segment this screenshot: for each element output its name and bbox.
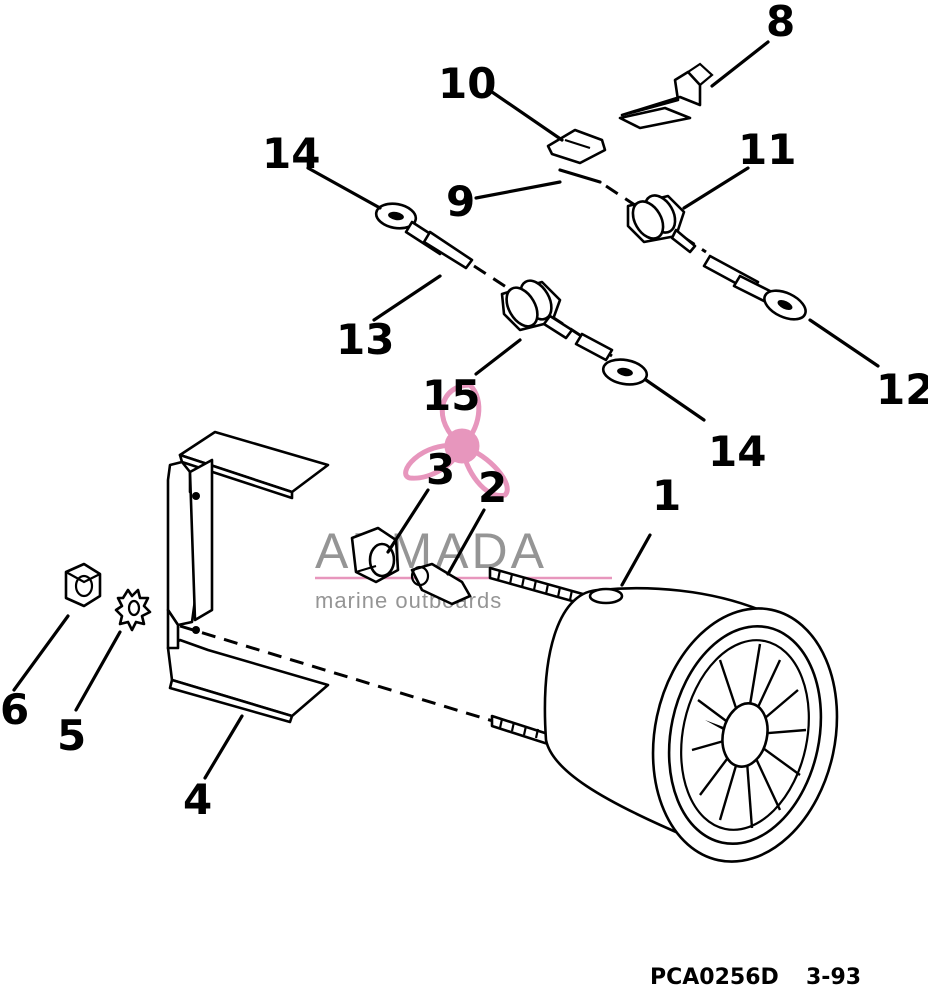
watermark-tagline: marine outboards <box>315 588 502 613</box>
callout-2: 2 <box>478 463 507 512</box>
callout-8: 8 <box>766 0 795 46</box>
callout-12: 12 <box>876 365 928 414</box>
callout-11: 11 <box>738 125 796 174</box>
callout-14-lower: 14 <box>708 427 766 476</box>
footer-ref-code: PCA0256D <box>650 965 779 988</box>
mounting-bracket-4 <box>166 430 330 724</box>
callout-4: 4 <box>183 775 212 824</box>
nut-6 <box>64 562 102 608</box>
callout-3: 3 <box>426 445 455 494</box>
footer-date-code: 3-93 <box>806 965 861 988</box>
callout-labels: 1 2 3 4 5 6 8 9 10 11 12 13 14 14 15 <box>0 0 928 824</box>
upper-cable <box>605 184 807 321</box>
callout-14-upper: 14 <box>262 129 320 178</box>
callout-15: 15 <box>422 371 480 420</box>
callout-5: 5 <box>57 711 86 760</box>
propeller-icon <box>403 382 510 498</box>
bulb-2 <box>410 562 472 606</box>
footer: PCA0256D 3-93 <box>650 965 861 988</box>
callout-9: 9 <box>446 177 475 226</box>
gauge-1 <box>179 566 839 863</box>
callout-1: 1 <box>652 471 681 520</box>
ring-terminal-14-upper <box>374 202 474 270</box>
nut-3 <box>350 526 400 584</box>
lock-washer-5 <box>114 588 152 632</box>
leader-lines <box>12 40 880 780</box>
lower-cable <box>473 264 649 386</box>
terminal-bracket-8 <box>618 62 714 130</box>
callout-10: 10 <box>438 59 496 108</box>
callout-6: 6 <box>0 685 29 734</box>
wire-9 <box>558 168 602 184</box>
callout-13: 13 <box>336 315 394 364</box>
